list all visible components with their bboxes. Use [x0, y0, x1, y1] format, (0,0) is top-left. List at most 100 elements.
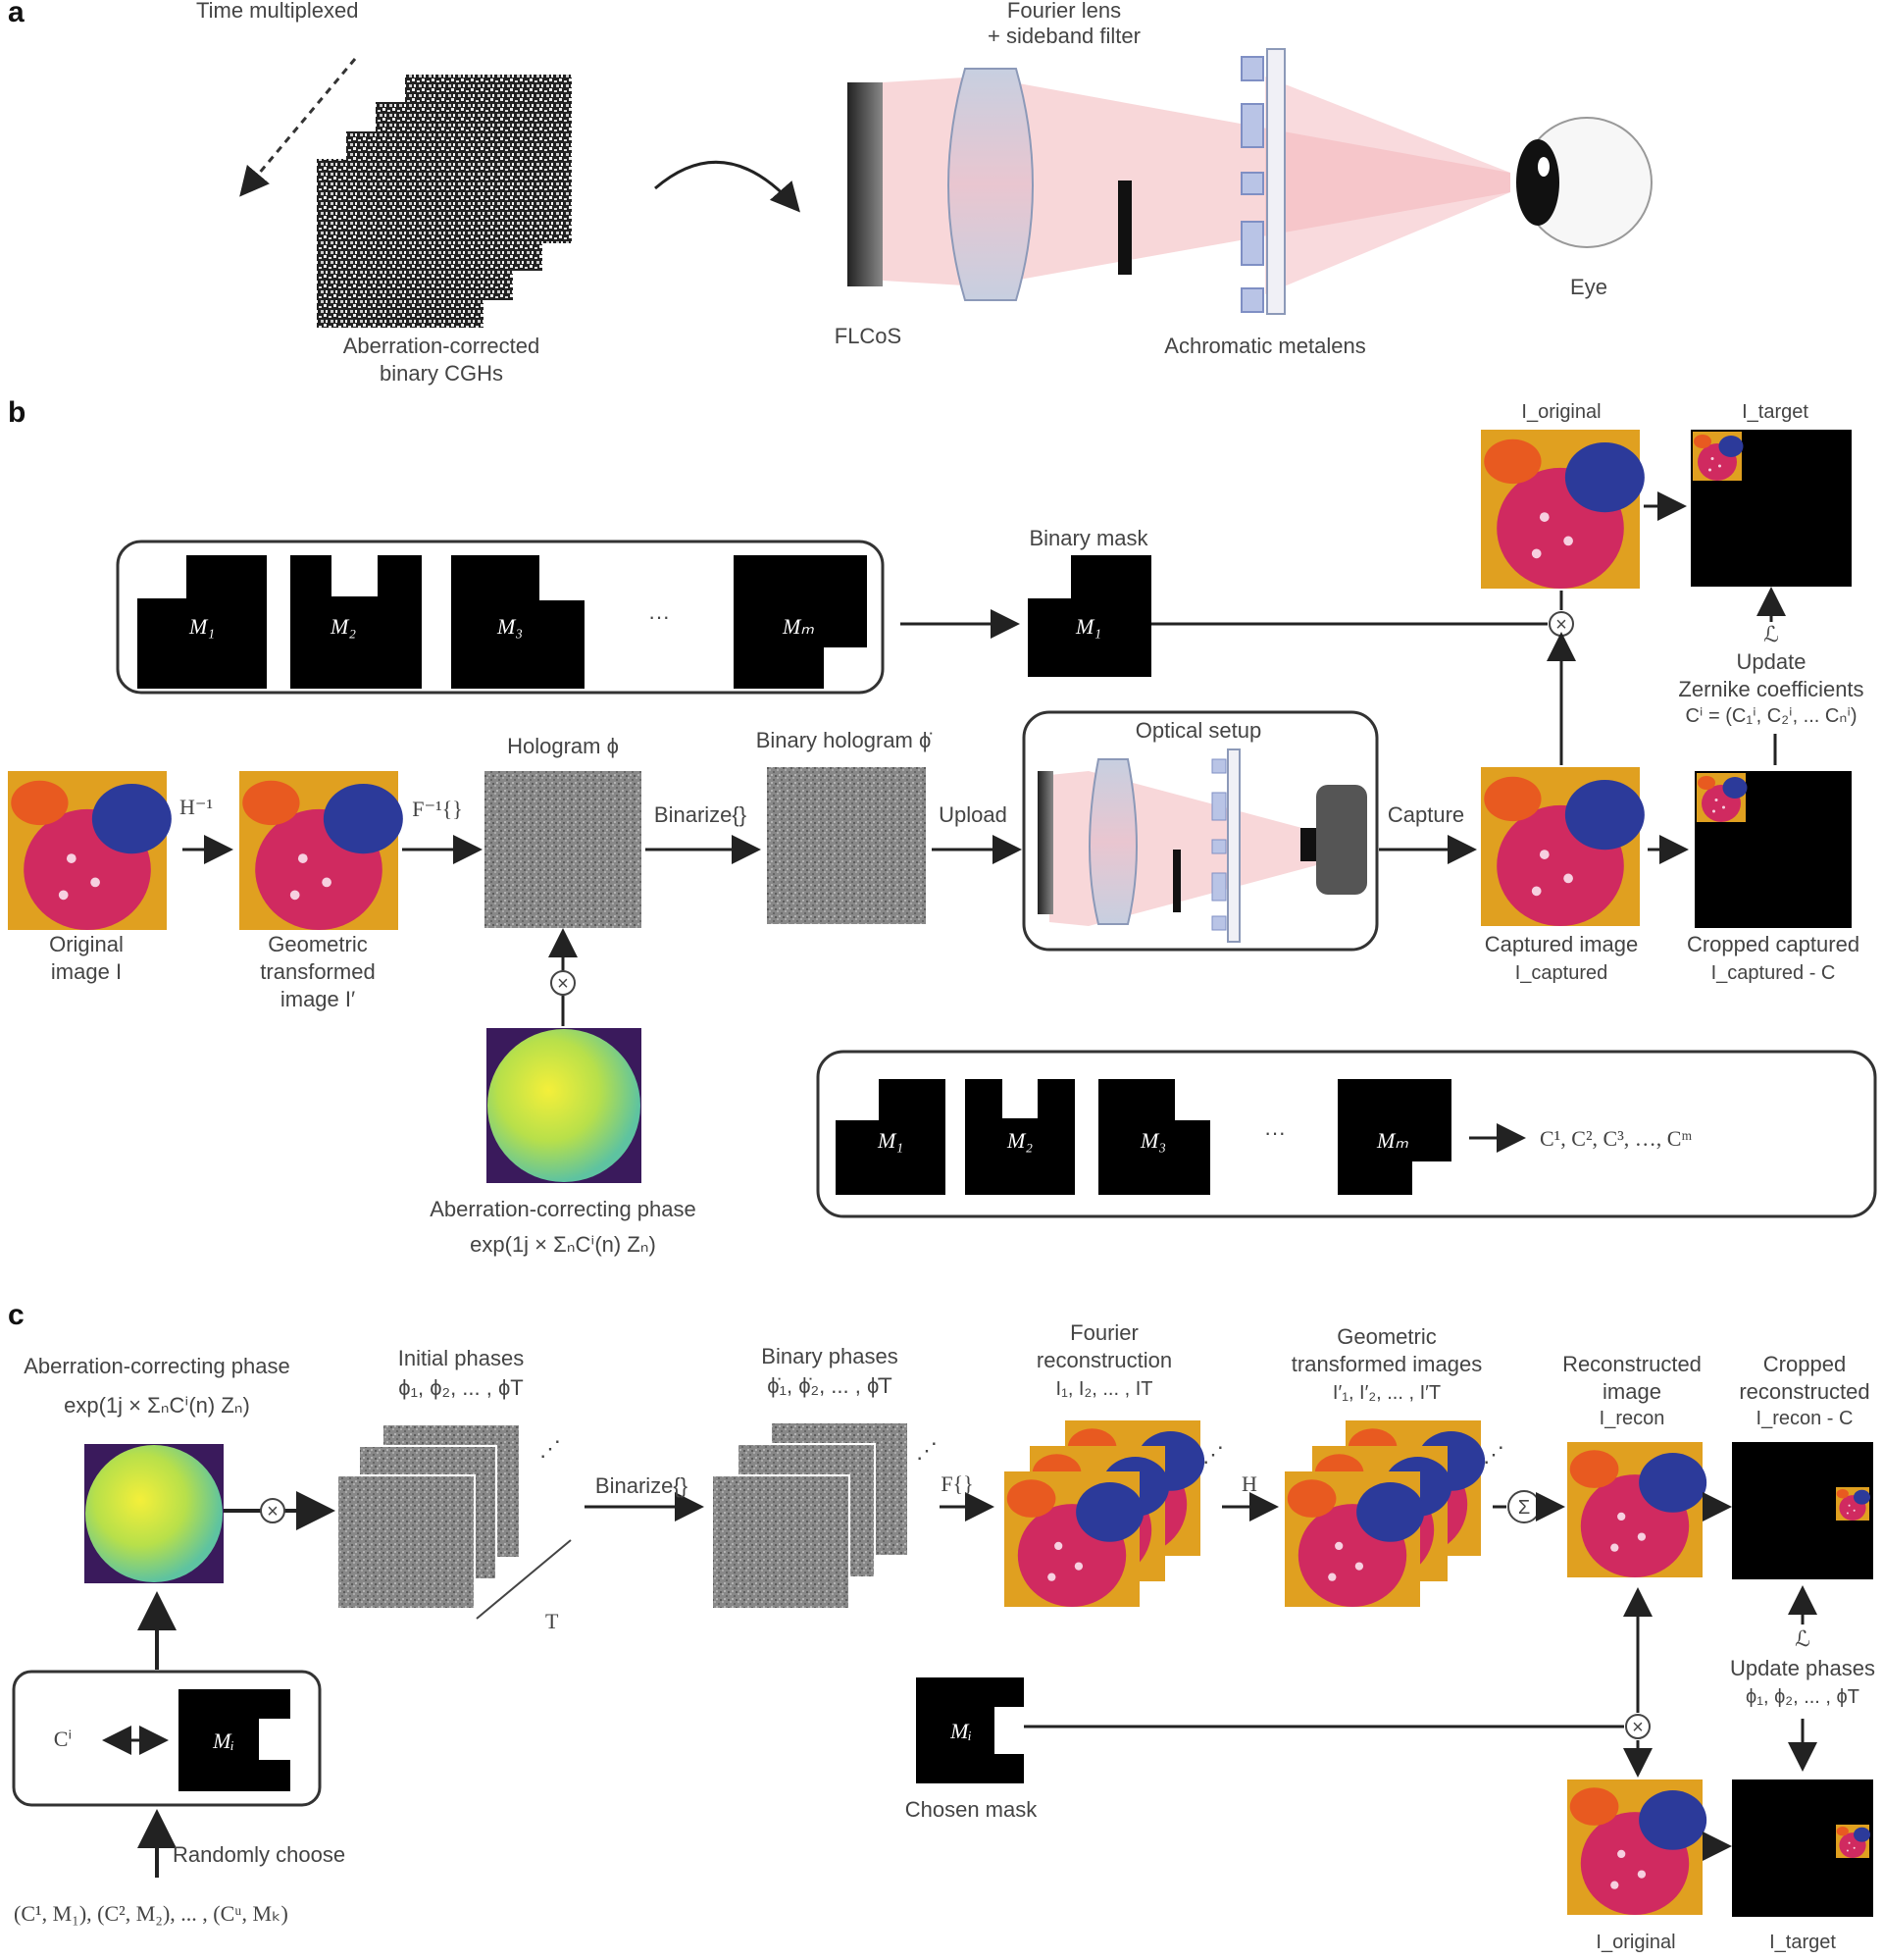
svg-text:×: × [557, 973, 569, 995]
cropped-c-label-3: I_recon - C [1756, 1408, 1854, 1429]
multiply-node-b2 [550, 970, 576, 996]
svg-text:⋰: ⋰ [1483, 1442, 1504, 1467]
lens-label-2: + sideband filter [988, 24, 1141, 48]
cropped-c-label-1: Cropped [1763, 1352, 1846, 1376]
f-op: F{} [941, 1471, 973, 1496]
ci-label: Cⁱ [54, 1727, 73, 1751]
flcos-slm [847, 82, 883, 286]
svg-text:⋰: ⋰ [1202, 1442, 1224, 1467]
loss-b: ℒ [1763, 622, 1779, 646]
geometric-image [239, 771, 403, 930]
mask-list [137, 555, 867, 689]
multiply-node-c1 [260, 1498, 285, 1523]
mask-m1 [137, 555, 267, 689]
chosen-mask-mi: Mᵢ [949, 1719, 972, 1743]
recon-label-3: I_recon [1600, 1408, 1665, 1429]
mask2-ellipsis: ··· [1264, 1120, 1286, 1145]
svg-text:⋰: ⋰ [916, 1438, 938, 1463]
mask-m2-label: M₂ [330, 614, 356, 639]
eye-label: Eye [1570, 275, 1607, 299]
svg-text:×: × [1555, 614, 1567, 636]
binarize-op-b: Binarize{} [654, 802, 746, 827]
aberr-label-c-1: Aberration-correcting phase [24, 1354, 289, 1378]
initial-label-1: Initial phases [398, 1346, 524, 1370]
h-op: H [1242, 1471, 1257, 1496]
geometric-images-stack [1285, 1420, 1486, 1607]
mi-mask [178, 1689, 290, 1791]
i-original-label-b: I_original [1521, 401, 1601, 423]
binary-mask [1028, 555, 1151, 677]
binary-mask-label: Binary mask [1029, 526, 1148, 550]
update-c-label-1: Update phases [1730, 1656, 1875, 1680]
cropped-label-2: I_captured - C [1711, 962, 1836, 984]
pairs-label: (C¹, M₁), (C², M₂), ... , (Cᵘ, Mₖ) [14, 1901, 288, 1926]
aberr-label-b-1: Aberration-correcting phase [430, 1197, 695, 1221]
geo-label-3: image I′ [280, 987, 355, 1011]
fourier-recon-stack [1004, 1420, 1205, 1607]
flcos-label: FLCoS [835, 324, 901, 348]
metalens-blocks [1241, 56, 1264, 313]
geo-label-1: Geometric [268, 932, 367, 956]
hologram-label: Hologram ϕ [507, 734, 619, 758]
binary-mask-m1: M₁ [1075, 614, 1101, 639]
aberr-label-b-2: exp(1j × ΣₙCⁱ(n) Zₙ) [470, 1232, 656, 1257]
mask-ellipsis: ··· [648, 604, 670, 629]
captured-image [1481, 767, 1645, 926]
svg-text:⋰: ⋰ [539, 1436, 561, 1461]
upload-op: Upload [939, 802, 1007, 827]
cgh-stack [317, 75, 572, 328]
mi-label: Mᵢ [212, 1728, 234, 1753]
mask-result-box [816, 1050, 1877, 1218]
geo-c-label-3: I′₁, I′₂, ... , I′T [1333, 1382, 1441, 1404]
eye-icon [1516, 117, 1653, 248]
time-multiplexed-label: Time multiplexed [196, 0, 358, 23]
update-label-b: Update [1737, 649, 1807, 674]
original-label-2: image I [51, 959, 122, 984]
mask2-mm-label: Mₘ [1376, 1128, 1408, 1153]
mask-mm-label: Mₘ [782, 614, 814, 639]
hologram [484, 771, 641, 928]
fourier-lens [947, 68, 1034, 301]
mask-m1-label: M₁ [188, 614, 215, 639]
zernike-formula: Cⁱ = (C₁ⁱ, C₂ⁱ, ... Cₙⁱ) [1685, 705, 1857, 727]
binary-hologram [767, 767, 926, 924]
cropped-c-label-2: reconstructed [1739, 1379, 1869, 1404]
multiply-node-c2 [1625, 1714, 1651, 1739]
chosen-mask [916, 1677, 1024, 1783]
mask-bank-box [116, 540, 885, 695]
svg-text:Σ: Σ [1518, 1497, 1530, 1519]
i-original-label-c: I_original [1596, 1932, 1675, 1953]
mask-m3-label: M₃ [496, 614, 523, 639]
binary-phases-label-2: ϕ̇₁, ϕ̇₂, ... , ϕ̇T [767, 1373, 892, 1398]
mask2-m3-label: M₃ [1140, 1128, 1166, 1153]
original-image [8, 771, 172, 930]
chosen-mask-label: Chosen mask [905, 1797, 1039, 1822]
reconstructed-image [1567, 1442, 1707, 1577]
cgh-label-1: Aberration-corrected [343, 334, 540, 358]
cgh-label-2: binary CGHs [380, 361, 503, 386]
zernike-label: Zernike coefficients [1678, 677, 1863, 701]
recon-label-1: Reconstructed [1562, 1352, 1702, 1376]
panel-a-letter: a [8, 0, 25, 28]
lens-label-1: Fourier lens [1007, 0, 1121, 23]
captured-label-2: I_captured [1515, 962, 1608, 984]
mask2-m1-label: M₁ [877, 1128, 903, 1153]
i-target-label-b: I_target [1742, 401, 1808, 423]
fourier-label-2: reconstruction [1037, 1348, 1172, 1372]
metalens-label: Achromatic metalens [1164, 334, 1365, 358]
original-label-1: Original [49, 932, 124, 956]
capture-op: Capture [1388, 802, 1464, 827]
geo-c-label-2: transformed images [1292, 1352, 1482, 1376]
aberr-label-c-2: exp(1j × ΣₙCⁱ(n) Zₙ) [64, 1393, 250, 1418]
initial-phases-stack [336, 1423, 521, 1610]
captured-label-1: Captured image [1485, 932, 1639, 956]
original-image-top [1481, 430, 1645, 589]
initial-label-2: ϕ₁, ϕ₂, ... , ϕT [398, 1375, 524, 1400]
f-inverse-op: F⁻¹{} [412, 797, 463, 821]
fourier-label-1: Fourier [1070, 1320, 1139, 1345]
binary-phases-stack [711, 1421, 909, 1610]
t-label: T [545, 1609, 559, 1633]
geo-label-2: transformed [260, 959, 375, 984]
svg-text:×: × [267, 1501, 279, 1522]
